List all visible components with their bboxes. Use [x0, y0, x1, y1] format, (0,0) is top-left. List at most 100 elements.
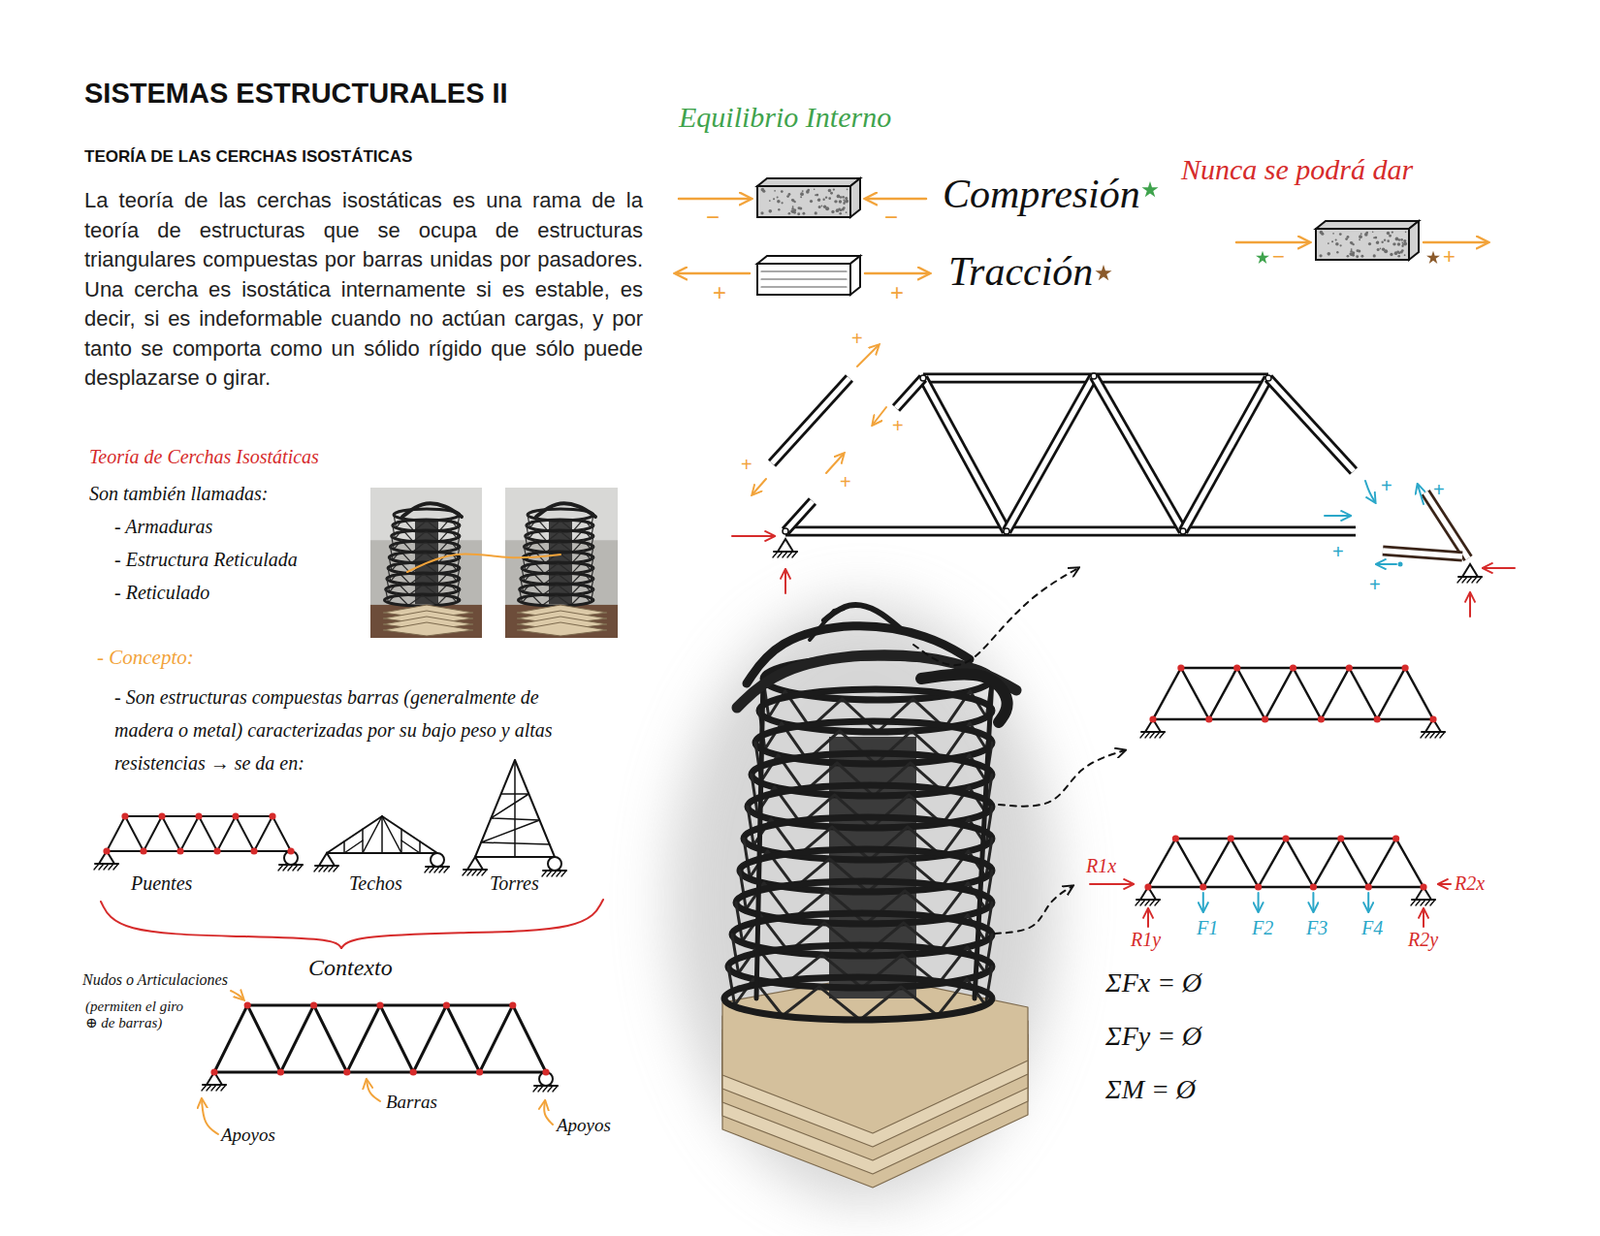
force-label: F4: [1361, 917, 1383, 940]
joint-dot: [509, 1001, 516, 1009]
load-arrow: [1202, 893, 1205, 912]
ground-hatch: [206, 1085, 212, 1091]
icon-label: Techos: [349, 872, 403, 896]
force-arrow: [1423, 241, 1488, 245]
speckle: [1349, 241, 1353, 245]
ground-hatch: [278, 864, 284, 871]
ground-hatch: [323, 865, 329, 872]
sign-mark: +: [892, 415, 904, 438]
speckle: [1360, 232, 1363, 235]
ground-hatch: [1440, 732, 1445, 738]
roof-truss: [382, 816, 402, 854]
speckle: [1339, 232, 1343, 236]
speckle: [799, 206, 802, 210]
ground-hatch: [543, 1086, 548, 1092]
ground-hatch: [434, 866, 440, 873]
ground-hatch: [1425, 732, 1431, 738]
truss-member: [785, 526, 1356, 538]
joint-dot: [176, 847, 184, 855]
speckle: [818, 205, 822, 209]
tower-band: [402, 503, 462, 517]
ground-hatch: [472, 869, 478, 876]
joint-dot: [1419, 883, 1427, 891]
sign-mark: +: [740, 453, 753, 477]
truss-member-fill: [785, 501, 813, 532]
ground-hatch: [547, 1086, 553, 1092]
speckle: [780, 201, 783, 204]
ground-hatch: [1150, 899, 1155, 906]
speckle: [773, 190, 776, 192]
ground-hatch: [1150, 732, 1155, 738]
truss-member: [1268, 378, 1354, 472]
equation: ΣFx = Ø: [1105, 967, 1202, 999]
star-mark: [1094, 264, 1112, 281]
tension-arrow: [1324, 514, 1350, 517]
speckle: [828, 189, 832, 192]
truss-bar: [1148, 838, 1424, 888]
ground-hatch: [211, 1085, 217, 1091]
tension-arrow: [872, 407, 887, 425]
sign-mark: −: [705, 203, 720, 231]
curly-bracket: [341, 899, 604, 949]
joint-dot: [1374, 715, 1381, 723]
speckle: [845, 211, 848, 214]
truss-member: [1183, 378, 1269, 532]
joint-dot: [244, 1001, 252, 1009]
truss-member-fill: [896, 378, 924, 409]
tension-arrow: [1376, 563, 1397, 566]
speckle: [1383, 249, 1388, 254]
speckle: [830, 192, 833, 195]
callout-label: Nudos o Articulaciones: [82, 971, 228, 990]
force-arrow: [865, 197, 927, 201]
truss-bar: [1152, 668, 1434, 720]
block-grain: [761, 286, 847, 288]
speckle: [1327, 242, 1330, 245]
force-label: F3: [1306, 917, 1328, 940]
speckle: [841, 195, 845, 199]
joint-dot: [1254, 883, 1262, 891]
speckle: [1318, 254, 1322, 257]
speckle: [1395, 237, 1400, 242]
roof-truss: [418, 841, 421, 854]
reaction-arrow: [732, 535, 774, 538]
speckle: [772, 197, 775, 200]
joint-dot: [1429, 715, 1437, 723]
speckle: [791, 198, 795, 202]
sign-mark: +: [712, 279, 727, 307]
truss-joint: [1180, 528, 1186, 535]
speckle: [828, 196, 832, 200]
ground-hatch: [108, 864, 114, 870]
joint-dot: [1365, 883, 1373, 891]
speckle: [793, 208, 797, 212]
truss-member-fill: [1183, 378, 1269, 532]
speckle: [1380, 241, 1383, 244]
speckle: [1350, 248, 1353, 251]
ground-hatch: [1140, 899, 1146, 906]
ground-hatch: [98, 864, 104, 870]
speckle: [797, 212, 800, 216]
force-label: F1: [1196, 917, 1218, 940]
sign-mark: +: [890, 279, 904, 307]
truss-member: [1425, 492, 1469, 559]
speckle: [1332, 232, 1335, 235]
joint-dot: [1205, 715, 1213, 723]
joint-dot: [231, 812, 239, 820]
speckle: [825, 195, 828, 198]
tower-band: [921, 673, 1008, 723]
ground-hatch: [1159, 732, 1165, 738]
truss-member: [785, 501, 813, 532]
speckle: [1405, 231, 1408, 234]
star-mark: [1426, 251, 1440, 264]
bracket-label: Contexto: [308, 955, 393, 983]
speckle: [1403, 242, 1408, 247]
ground-hatch: [444, 866, 449, 873]
sign-mark: +: [1369, 574, 1381, 597]
truss-joint: [1003, 528, 1010, 535]
speckle: [1388, 234, 1392, 238]
force-label: R1x: [1086, 855, 1117, 878]
joint-dot: [476, 1068, 483, 1076]
joint-dot: [121, 812, 128, 820]
ground-hatch: [533, 1086, 539, 1092]
curly-bracket: [100, 901, 342, 949]
tower-band: [536, 503, 596, 517]
